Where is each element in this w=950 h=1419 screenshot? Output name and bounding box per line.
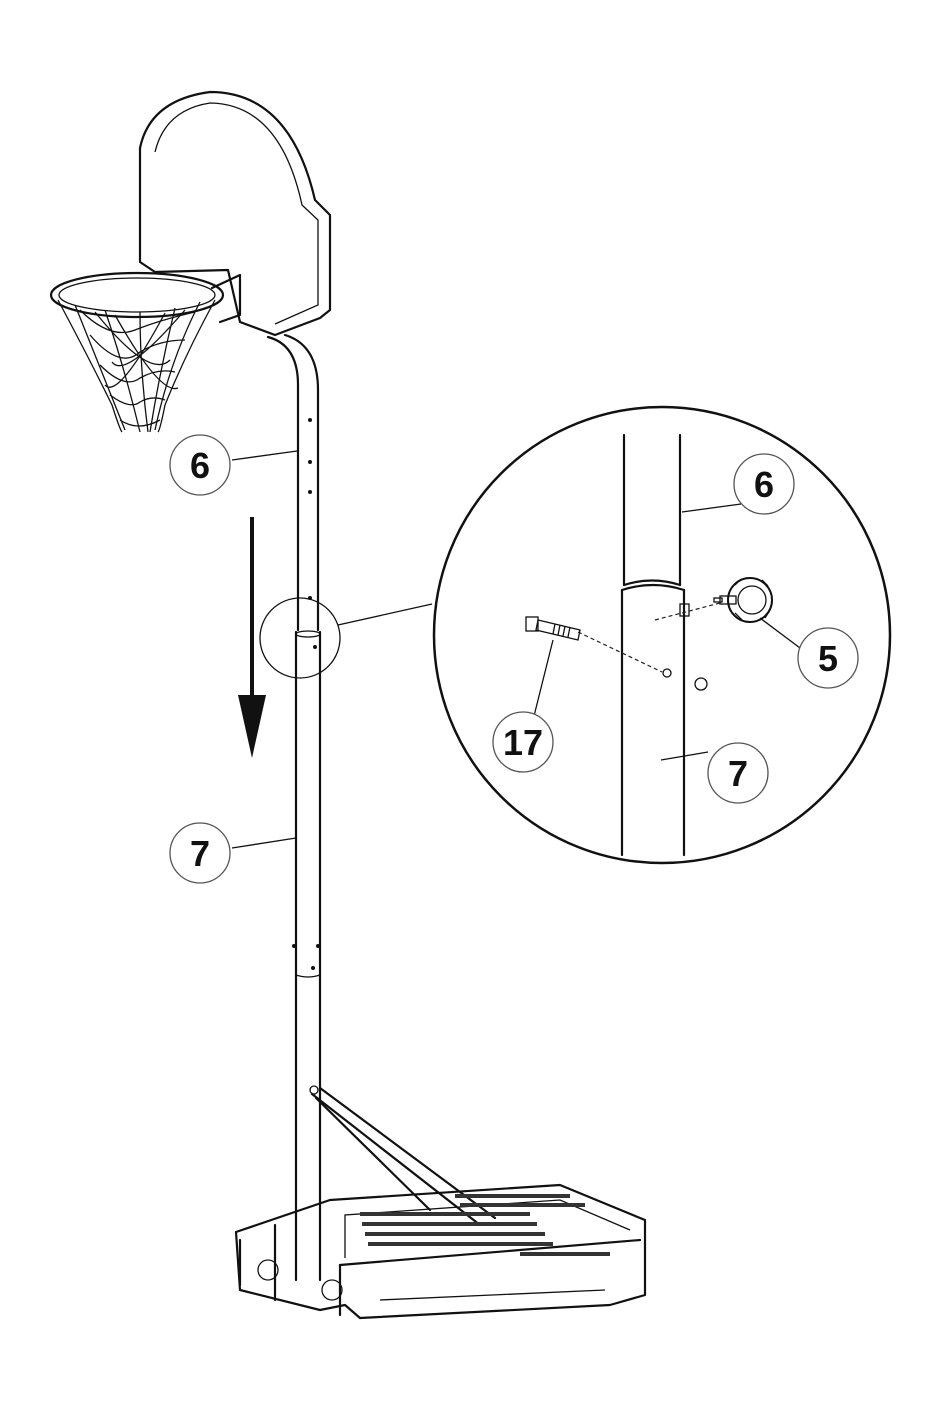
leader-main-6 (232, 451, 297, 460)
callout-label: 5 (818, 638, 838, 679)
callout-label: 6 (190, 445, 210, 486)
callout-detail-6: 6 (734, 454, 794, 514)
callout-label: 7 (190, 833, 210, 874)
callout-detail-5: 5 (798, 628, 858, 688)
callout-main-6: 6 (170, 435, 230, 495)
callout-label: 17 (503, 722, 543, 763)
callout-main-7: 7 (170, 823, 230, 883)
hoop (51, 273, 240, 432)
backboard (140, 92, 330, 335)
leader-main-7 (232, 838, 296, 848)
callout-detail-17: 17 (493, 712, 553, 772)
callout-label: 6 (754, 464, 774, 505)
callout-detail-7: 7 (708, 743, 768, 803)
base (236, 1185, 645, 1318)
zoom-leader (338, 604, 432, 625)
net (58, 300, 215, 432)
callout-label: 7 (728, 753, 748, 794)
lower-pole (292, 631, 320, 1280)
down-arrow-icon (238, 517, 266, 758)
zoom-marker (260, 598, 340, 678)
upper-pole (268, 335, 318, 630)
